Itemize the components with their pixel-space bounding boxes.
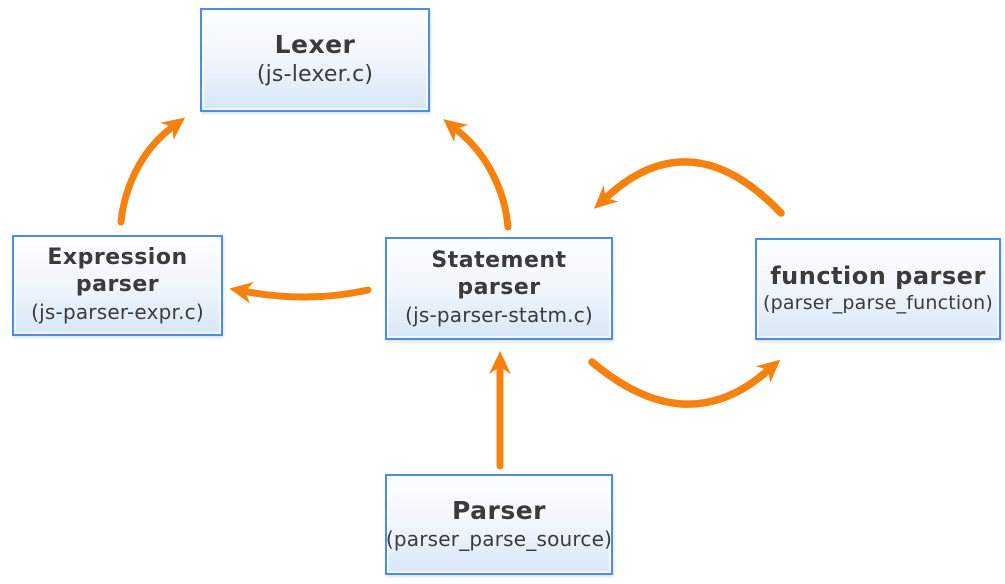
edge-statement-parser-to-lexer: [443, 119, 512, 231]
edge-statement-parser-to-function-parser: [588, 358, 781, 408]
node-lexer-title: Lexer: [274, 29, 356, 59]
node-expression-parser-subtitle: (js-parser-expr.c): [31, 299, 204, 324]
edge-function-parser-to-statement-parser: [593, 158, 785, 217]
node-lexer-subtitle: (js-lexer.c): [256, 62, 374, 88]
node-function-parser: function parser (parser_parse_function): [755, 238, 1001, 340]
node-statement-parser: Statement parser (js-parser-statm.c): [385, 237, 613, 340]
node-expression-parser-title: Expression parser: [47, 245, 188, 297]
edge-statement-parser-to-expression-parser: [229, 281, 372, 304]
edge-expression-parser-to-lexer: [117, 117, 186, 226]
node-expression-parser: Expression parser (js-parser-expr.c): [12, 235, 223, 336]
node-parser-subtitle: (parser_parse_source): [385, 527, 613, 552]
node-statement-parser-title: Statement parser: [431, 248, 567, 300]
node-function-parser-subtitle: (parser_parse_function): [762, 291, 994, 314]
node-function-parser-title: function parser: [770, 261, 986, 290]
node-statement-parser-subtitle: (js-parser-statm.c): [405, 302, 593, 327]
node-parser-title: Parser: [451, 495, 546, 525]
node-lexer: Lexer (js-lexer.c): [200, 8, 430, 112]
node-parser: Parser (parser_parse_source): [385, 474, 613, 575]
